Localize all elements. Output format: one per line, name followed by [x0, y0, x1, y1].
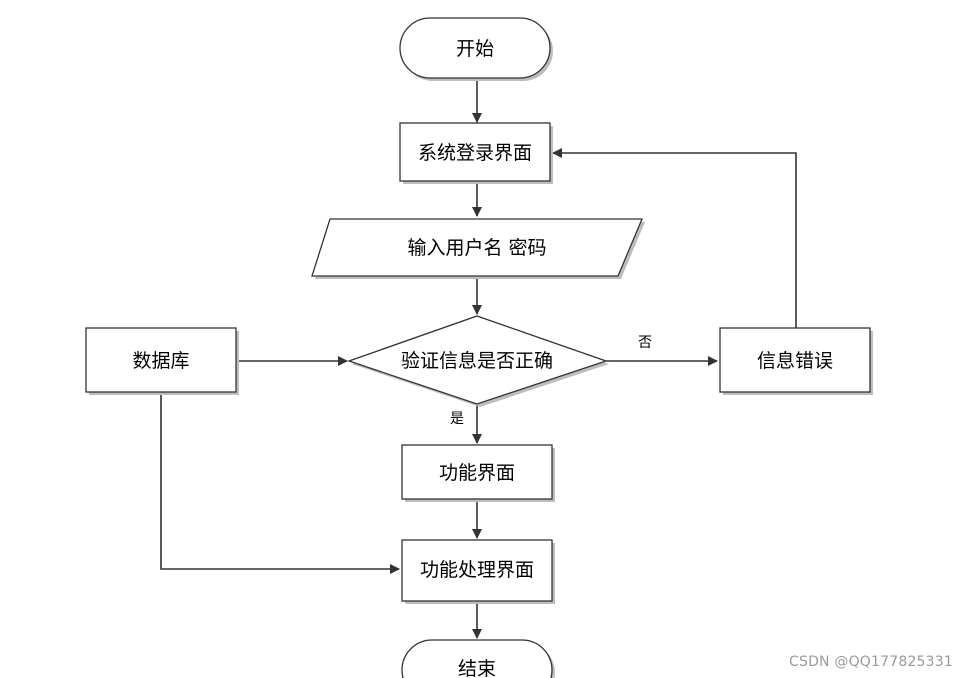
node-login-screen-label: 系统登录界面 [418, 142, 532, 164]
connectors [160, 80, 797, 639]
node-database-label: 数据库 [132, 350, 189, 372]
node-start-label: 开始 [456, 38, 494, 60]
node-verify-decision: 验证信息是否正确 [347, 315, 609, 407]
node-end-label: 结束 [458, 658, 496, 678]
edge-error-to-login [552, 148, 797, 328]
node-login-screen: 系统登录界面 [399, 122, 553, 184]
node-info-error: 信息错误 [719, 327, 873, 395]
node-function-screen-label: 功能界面 [439, 462, 515, 484]
edge-database-to-process [160, 394, 400, 574]
node-start: 开始 [399, 17, 553, 81]
node-info-error-label: 信息错误 [757, 350, 833, 372]
node-verify-decision-label: 验证信息是否正确 [401, 350, 553, 372]
node-database: 数据库 [85, 327, 239, 395]
node-function-screen: 功能界面 [401, 444, 555, 502]
edge-label-no: 否 [638, 335, 652, 351]
csdn-watermark: CSDN @QQ177825331 [789, 654, 953, 670]
node-function-process-screen-label: 功能处理界面 [420, 559, 534, 581]
node-input-credentials: 输入用户名 密码 [311, 218, 645, 279]
node-end: 结束 [401, 639, 555, 678]
node-function-process-screen: 功能处理界面 [401, 539, 555, 604]
edge-label-yes: 是 [450, 411, 464, 427]
node-input-credentials-label: 输入用户名 密码 [407, 237, 546, 259]
